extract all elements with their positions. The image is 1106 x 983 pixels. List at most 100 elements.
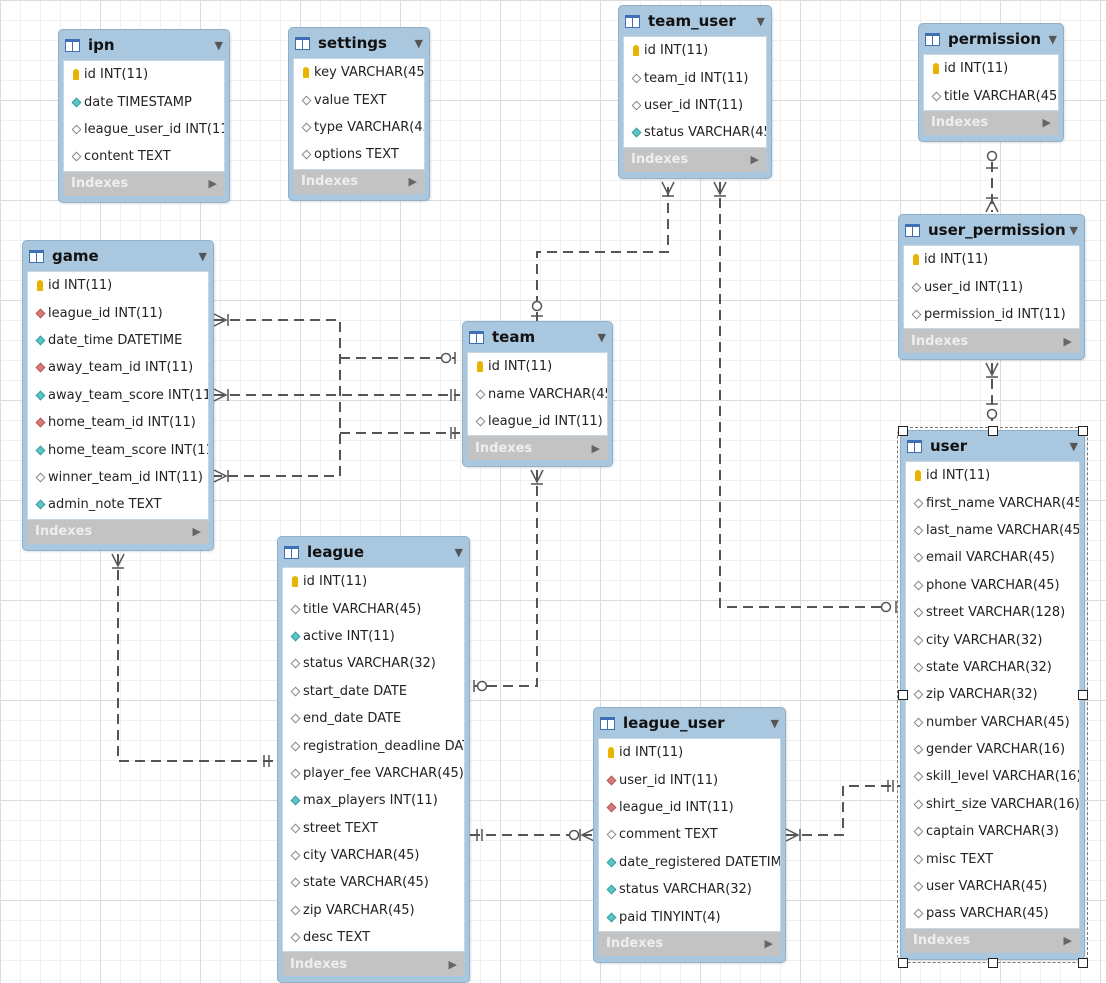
field-row[interactable]: id INT(11) — [906, 462, 1079, 489]
collapse-caret-icon[interactable]: ▼ — [1048, 32, 1057, 46]
field-row[interactable]: first_name VARCHAR(45) — [906, 489, 1079, 516]
indexes-row[interactable]: Indexes▶ — [63, 171, 225, 196]
field-row[interactable]: permission_id INT(11) — [904, 301, 1079, 328]
field-row[interactable]: id INT(11) — [283, 568, 464, 595]
expand-arrow-icon[interactable]: ▶ — [448, 957, 457, 971]
field-row[interactable]: skill_level VARCHAR(16) — [906, 763, 1079, 790]
collapse-caret-icon[interactable]: ▼ — [454, 545, 463, 559]
indexes-row[interactable]: Indexes▶ — [903, 329, 1080, 354]
entity-header[interactable]: user▼ — [905, 431, 1080, 461]
expand-arrow-icon[interactable]: ▶ — [750, 153, 759, 167]
field-row[interactable]: id INT(11) — [624, 37, 766, 64]
field-row[interactable]: city VARCHAR(45) — [283, 842, 464, 869]
field-row[interactable]: user_id INT(11) — [624, 92, 766, 119]
entity-header[interactable]: team▼ — [467, 322, 608, 352]
expand-arrow-icon[interactable]: ▶ — [591, 441, 600, 455]
field-row[interactable]: misc TEXT — [906, 845, 1079, 872]
field-row[interactable]: league_id INT(11) — [599, 794, 780, 821]
field-row[interactable]: status VARCHAR(32) — [599, 876, 780, 903]
field-row[interactable]: max_players INT(11) — [283, 787, 464, 814]
resize-handle-ml[interactable] — [898, 690, 908, 700]
field-row[interactable]: date_time DATETIME — [28, 327, 208, 354]
field-row[interactable]: league_id INT(11) — [468, 408, 607, 435]
entity-game[interactable]: game▼id INT(11)league_id INT(11)date_tim… — [22, 240, 214, 551]
field-row[interactable]: user_id INT(11) — [599, 766, 780, 793]
field-row[interactable]: zip VARCHAR(45) — [283, 897, 464, 924]
indexes-row[interactable]: Indexes▶ — [923, 110, 1059, 135]
expand-arrow-icon[interactable]: ▶ — [1063, 934, 1072, 948]
field-row[interactable]: id INT(11) — [904, 246, 1079, 273]
collapse-caret-icon[interactable]: ▼ — [597, 330, 606, 344]
entity-team-user[interactable]: team_user▼id INT(11)team_id INT(11)user_… — [618, 5, 772, 179]
indexes-row[interactable]: Indexes▶ — [27, 519, 209, 544]
field-row[interactable]: home_team_id INT(11) — [28, 409, 208, 436]
resize-handle-bm[interactable] — [988, 958, 998, 968]
field-row[interactable]: status VARCHAR(45) — [624, 119, 766, 146]
indexes-row[interactable]: Indexes▶ — [293, 169, 425, 194]
field-row[interactable]: title VARCHAR(45) — [924, 82, 1058, 109]
field-row[interactable]: team_id INT(11) — [624, 64, 766, 91]
entity-header[interactable]: game▼ — [27, 241, 209, 271]
collapse-caret-icon[interactable]: ▼ — [1069, 223, 1078, 237]
entity-header[interactable]: league▼ — [282, 537, 465, 567]
expand-arrow-icon[interactable]: ▶ — [408, 175, 417, 189]
field-row[interactable]: away_team_id INT(11) — [28, 354, 208, 381]
field-row[interactable]: active INT(11) — [283, 623, 464, 650]
entity-user[interactable]: user▼id INT(11)first_name VARCHAR(45)las… — [897, 427, 1088, 963]
expand-arrow-icon[interactable]: ▶ — [1063, 334, 1072, 348]
field-row[interactable]: id INT(11) — [599, 739, 780, 766]
entity-header[interactable]: settings▼ — [293, 28, 425, 58]
expand-arrow-icon[interactable]: ▶ — [1042, 116, 1051, 130]
entity-permission[interactable]: permission▼id INT(11)title VARCHAR(45)In… — [918, 23, 1064, 142]
entity-header[interactable]: ipn▼ — [63, 30, 225, 60]
field-row[interactable]: status VARCHAR(32) — [283, 650, 464, 677]
field-row[interactable]: gender VARCHAR(16) — [906, 736, 1079, 763]
entity-team[interactable]: team▼id INT(11)name VARCHAR(45)league_id… — [462, 321, 613, 468]
indexes-row[interactable]: Indexes▶ — [905, 928, 1080, 953]
resize-handle-tr[interactable] — [1078, 426, 1088, 436]
field-row[interactable]: value TEXT — [294, 86, 424, 113]
field-row[interactable]: captain VARCHAR(3) — [906, 818, 1079, 845]
field-row[interactable]: type VARCHAR(45) — [294, 114, 424, 141]
field-row[interactable]: shirt_size VARCHAR(16) — [906, 791, 1079, 818]
field-row[interactable]: winner_team_id INT(11) — [28, 464, 208, 491]
collapse-caret-icon[interactable]: ▼ — [414, 36, 423, 50]
field-row[interactable]: content TEXT — [64, 143, 224, 170]
field-row[interactable]: comment TEXT — [599, 821, 780, 848]
field-row[interactable]: street VARCHAR(128) — [906, 599, 1079, 626]
field-row[interactable]: street TEXT — [283, 815, 464, 842]
field-row[interactable]: end_date DATE — [283, 705, 464, 732]
field-row[interactable]: number VARCHAR(45) — [906, 709, 1079, 736]
field-row[interactable]: id INT(11) — [64, 61, 224, 88]
field-row[interactable]: pass VARCHAR(45) — [906, 900, 1079, 927]
field-row[interactable]: city VARCHAR(32) — [906, 626, 1079, 653]
field-row[interactable]: paid TINYINT(4) — [599, 903, 780, 930]
resize-handle-bl[interactable] — [898, 958, 908, 968]
entity-header[interactable]: permission▼ — [923, 24, 1059, 54]
expand-arrow-icon[interactable]: ▶ — [192, 525, 201, 539]
entity-header[interactable]: user_permission▼ — [903, 215, 1080, 245]
resize-handle-mr[interactable] — [1078, 690, 1088, 700]
field-row[interactable]: date_registered DATETIME — [599, 849, 780, 876]
collapse-caret-icon[interactable]: ▼ — [1069, 439, 1078, 453]
field-row[interactable]: admin_note TEXT — [28, 491, 208, 518]
field-row[interactable]: state VARCHAR(45) — [283, 869, 464, 896]
collapse-caret-icon[interactable]: ▼ — [770, 716, 779, 730]
entity-league-user[interactable]: league_user▼id INT(11)user_id INT(11)lea… — [593, 707, 786, 963]
field-row[interactable]: start_date DATE — [283, 678, 464, 705]
field-row[interactable]: phone VARCHAR(45) — [906, 572, 1079, 599]
field-row[interactable]: desc TEXT — [283, 924, 464, 951]
expand-arrow-icon[interactable]: ▶ — [208, 177, 217, 191]
field-row[interactable]: id INT(11) — [28, 272, 208, 299]
field-row[interactable]: options TEXT — [294, 141, 424, 168]
resize-handle-tm[interactable] — [988, 426, 998, 436]
entity-user-permission[interactable]: user_permission▼id INT(11)user_id INT(11… — [898, 214, 1085, 361]
field-row[interactable]: zip VARCHAR(32) — [906, 681, 1079, 708]
field-row[interactable]: player_fee VARCHAR(45) — [283, 760, 464, 787]
field-row[interactable]: home_team_score INT(11) — [28, 436, 208, 463]
indexes-row[interactable]: Indexes▶ — [282, 952, 465, 977]
field-row[interactable]: title VARCHAR(45) — [283, 595, 464, 622]
collapse-caret-icon[interactable]: ▼ — [198, 249, 207, 263]
collapse-caret-icon[interactable]: ▼ — [214, 38, 223, 52]
